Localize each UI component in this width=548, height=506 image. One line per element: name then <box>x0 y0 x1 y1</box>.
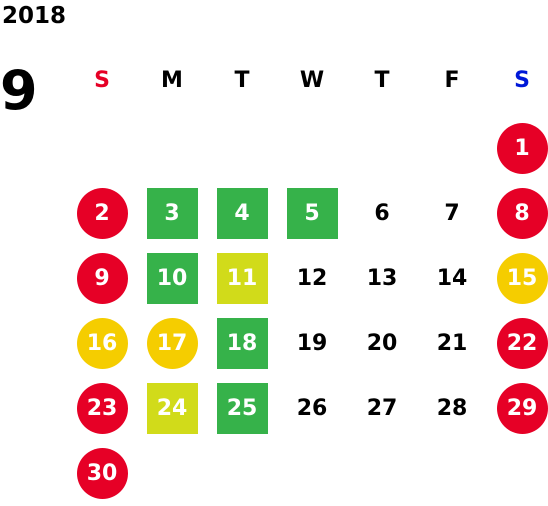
day-8[interactable]: 8 <box>496 188 548 239</box>
empty-cell <box>487 441 548 506</box>
day-19[interactable]: 19 <box>296 331 328 356</box>
weekday-sunday: S <box>94 67 110 93</box>
weekday-wednesday: W <box>299 67 325 93</box>
day-15[interactable]: 15 <box>496 253 548 304</box>
day-22[interactable]: 22 <box>496 318 548 369</box>
day-28[interactable]: 28 <box>436 396 468 421</box>
day-29[interactable]: 29 <box>496 383 548 434</box>
day-21[interactable]: 21 <box>436 331 468 356</box>
empty-cell <box>347 441 417 506</box>
weekday-monday: M <box>161 67 183 93</box>
day-30[interactable]: 30 <box>76 448 128 499</box>
weekday-tuesday: T <box>234 67 250 93</box>
year-label: 2018 <box>2 3 67 29</box>
day-26[interactable]: 26 <box>296 396 328 421</box>
day-20[interactable]: 20 <box>366 331 398 356</box>
day-13[interactable]: 13 <box>366 266 398 291</box>
day-18[interactable]: 18 <box>216 318 268 369</box>
empty-cell <box>137 441 207 506</box>
empty-cell <box>277 441 347 506</box>
day-10[interactable]: 10 <box>146 253 198 304</box>
month-label: 9 <box>0 59 38 122</box>
weekday-friday: F <box>444 67 460 93</box>
day-7[interactable]: 7 <box>444 201 460 226</box>
empty-cell <box>347 116 417 181</box>
day-6[interactable]: 6 <box>374 201 390 226</box>
empty-cell <box>207 441 277 506</box>
day-5[interactable]: 5 <box>286 188 338 239</box>
weekday-thursday: T <box>374 67 390 93</box>
day-3[interactable]: 3 <box>146 188 198 239</box>
day-17[interactable]: 17 <box>146 318 198 369</box>
empty-cell <box>417 116 487 181</box>
day-14[interactable]: 14 <box>436 266 468 291</box>
day-27[interactable]: 27 <box>366 396 398 421</box>
day-12[interactable]: 12 <box>296 266 328 291</box>
empty-cell <box>207 116 277 181</box>
day-11[interactable]: 11 <box>216 253 268 304</box>
day-24[interactable]: 24 <box>146 383 198 434</box>
empty-cell <box>417 441 487 506</box>
empty-cell <box>67 116 137 181</box>
day-2[interactable]: 2 <box>76 188 128 239</box>
empty-cell <box>277 116 347 181</box>
day-9[interactable]: 9 <box>76 253 128 304</box>
day-16[interactable]: 16 <box>76 318 128 369</box>
day-23[interactable]: 23 <box>76 383 128 434</box>
day-1[interactable]: 1 <box>496 123 548 174</box>
weekday-saturday: S <box>514 67 530 93</box>
day-4[interactable]: 4 <box>216 188 268 239</box>
day-25[interactable]: 25 <box>216 383 268 434</box>
empty-cell <box>137 116 207 181</box>
calendar-grid: S M T W T F S 1 2 3 4 5 6 7 8 9 10 11 12… <box>67 44 548 506</box>
